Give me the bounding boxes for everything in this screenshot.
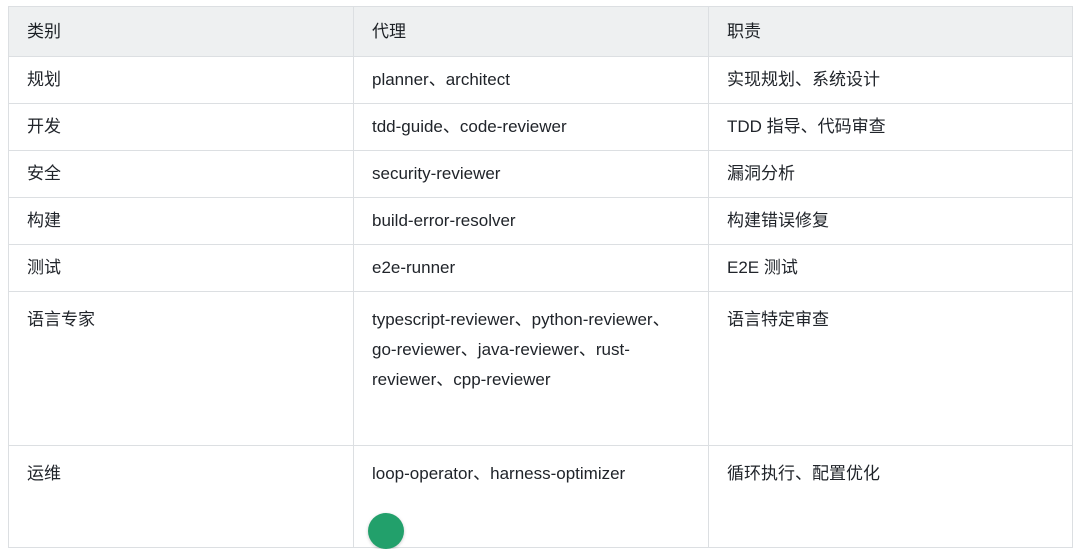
table-row: 规划 planner、architect 实现规划、系统设计 (8, 56, 1073, 104)
table-row: 运维 loop-operator、harness-optimizer 循环执行、… (8, 445, 1073, 548)
cell-text-agents: build-error-resolver (372, 211, 516, 230)
cell-duty: 循环执行、配置优化 (708, 445, 1073, 548)
cell-category: 安全 (8, 150, 354, 198)
table-row: 测试 e2e-runner E2E 测试 (8, 244, 1073, 292)
table-row: 构建 build-error-resolver 构建错误修复 (8, 197, 1073, 245)
table-body: 规划 planner、architect 实现规划、系统设计 开发 tdd-gu… (8, 56, 1073, 548)
cell-text-category: 开发 (27, 117, 61, 136)
cell-text-category: 规划 (27, 70, 61, 89)
cell-category: 测试 (8, 244, 354, 292)
cell-text-agents: loop-operator、harness-optimizer (372, 464, 626, 483)
cell-category: 规划 (8, 56, 354, 104)
table-row: 安全 security-reviewer 漏洞分析 (8, 150, 1073, 198)
agents-roles-table: 类别 代理 职责 规划 planner、architect 实现规划、系统设计 (8, 6, 1073, 548)
cell-duty: 实现规划、系统设计 (708, 56, 1073, 104)
page-root: 类别 代理 职责 规划 planner、architect 实现规划、系统设计 (8, 6, 1073, 549)
cell-duty: TDD 指导、代码审查 (708, 103, 1073, 151)
cell-text-duty: E2E 测试 (727, 258, 798, 277)
cell-agents: build-error-resolver (353, 197, 709, 245)
cell-agents: typescript-reviewer、python-reviewer、go-r… (353, 291, 709, 446)
cell-text-agents: planner、architect (372, 70, 510, 89)
cell-agents: security-reviewer (353, 150, 709, 198)
table-header-row: 类别 代理 职责 (8, 6, 1073, 57)
cell-text-duty: 循环执行、配置优化 (727, 464, 880, 483)
cell-text-duty: 语言特定审查 (727, 310, 829, 329)
cell-agents: loop-operator、harness-optimizer (353, 445, 709, 548)
cell-category: 构建 (8, 197, 354, 245)
cell-text-category: 运维 (27, 464, 61, 483)
cell-text-duty: 漏洞分析 (727, 164, 795, 183)
cell-category: 开发 (8, 103, 354, 151)
green-circle-badge-icon[interactable] (368, 513, 404, 549)
cell-text-category: 语言专家 (27, 310, 95, 329)
table-row: 语言专家 typescript-reviewer、python-reviewer… (8, 291, 1073, 446)
cell-duty: 语言特定审查 (708, 291, 1073, 446)
table-header: 类别 代理 职责 (8, 6, 1073, 57)
column-header-category: 类别 (8, 6, 354, 57)
cell-text-agents: typescript-reviewer、python-reviewer、go-r… (372, 310, 670, 389)
cell-duty: E2E 测试 (708, 244, 1073, 292)
cell-text-agents: e2e-runner (372, 258, 456, 277)
cell-text-category: 安全 (27, 164, 61, 183)
cell-text-category: 构建 (27, 211, 61, 230)
cell-agents: e2e-runner (353, 244, 709, 292)
cell-duty: 构建错误修复 (708, 197, 1073, 245)
agents-table-container: 类别 代理 职责 规划 planner、architect 实现规划、系统设计 (8, 6, 1073, 548)
table-row: 开发 tdd-guide、code-reviewer TDD 指导、代码审查 (8, 103, 1073, 151)
cell-text-category: 测试 (27, 258, 61, 277)
cell-category: 运维 (8, 445, 354, 548)
cell-text-duty: TDD 指导、代码审查 (727, 117, 886, 136)
cell-text-duty: 构建错误修复 (727, 211, 829, 230)
column-header-duty: 职责 (708, 6, 1073, 57)
cell-agents: planner、architect (353, 56, 709, 104)
cell-duty: 漏洞分析 (708, 150, 1073, 198)
cell-text-agents: tdd-guide、code-reviewer (372, 117, 567, 136)
column-header-agents: 代理 (353, 6, 709, 57)
cell-category: 语言专家 (8, 291, 354, 446)
cell-text-duty: 实现规划、系统设计 (727, 70, 880, 89)
cell-text-agents: security-reviewer (372, 164, 501, 183)
cell-agents: tdd-guide、code-reviewer (353, 103, 709, 151)
